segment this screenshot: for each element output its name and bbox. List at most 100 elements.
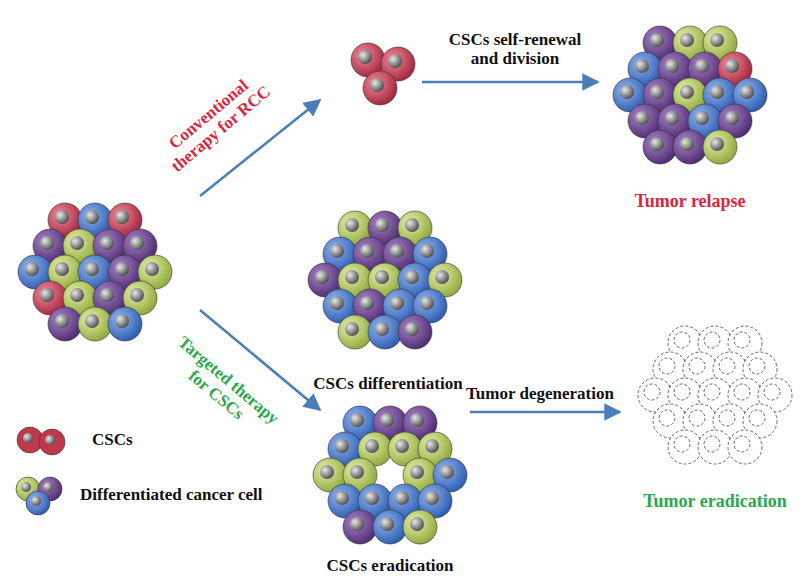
cell-nucleus: [665, 111, 679, 125]
cell-body: [343, 510, 377, 544]
dead-nucleus: [674, 332, 690, 348]
cell: [108, 307, 142, 341]
cell-nucleus: [395, 439, 409, 453]
cell-body: [108, 307, 142, 341]
diagram-label: CSCs eradication: [305, 557, 475, 576]
tumor-cluster: [308, 211, 462, 349]
cell-nucleus: [85, 210, 99, 224]
cell-nucleus: [695, 111, 709, 125]
cell-nucleus: [665, 59, 679, 73]
legend-samples: [16, 427, 65, 515]
cell-nucleus: [350, 517, 364, 531]
cell-nucleus: [680, 85, 694, 99]
dead-cell: [698, 430, 732, 464]
cell: [398, 315, 432, 349]
cell: [338, 315, 372, 349]
cell: [403, 510, 437, 544]
cell-nucleus: [420, 244, 434, 258]
swatch-cell: [39, 429, 65, 455]
dead-nucleus: [644, 384, 660, 400]
legend-text: CSCs: [92, 431, 133, 450]
cell: [698, 430, 732, 464]
cell-nucleus: [130, 288, 144, 302]
cell-nucleus: [710, 33, 724, 47]
cell-nucleus: [55, 314, 69, 328]
dead-nucleus: [749, 410, 765, 426]
cell-nucleus: [360, 244, 374, 258]
dead-cell: [668, 430, 702, 464]
cell: [728, 430, 762, 464]
cell-nucleus: [85, 314, 99, 328]
dead-nucleus: [659, 410, 675, 426]
cell-nucleus: [380, 413, 394, 427]
cell-body: [403, 510, 437, 544]
swatch-nucleus: [45, 435, 55, 445]
cell-nucleus: [725, 59, 739, 73]
cell-nucleus: [420, 296, 434, 310]
tumor-cluster: [18, 203, 172, 341]
cell-nucleus: [350, 465, 364, 479]
cell-nucleus: [70, 288, 84, 302]
cell-nucleus: [40, 236, 54, 250]
cell-nucleus: [375, 322, 389, 336]
degeneration-arrow: [470, 411, 620, 414]
sample-cell: [26, 491, 50, 515]
cell-nucleus: [358, 50, 372, 64]
cell-nucleus: [740, 85, 754, 99]
cell-clusters: [18, 26, 792, 544]
dead-nucleus: [689, 358, 705, 374]
cell-nucleus: [410, 465, 424, 479]
cell-nucleus: [410, 517, 424, 531]
dead-nucleus: [674, 384, 690, 400]
tumor-cluster: [613, 26, 767, 164]
cell-nucleus: [40, 288, 54, 302]
cell-nucleus: [440, 465, 454, 479]
diagram-label: Tumor degeneration: [455, 385, 625, 404]
dead-nucleus: [734, 332, 750, 348]
cell-nucleus: [55, 262, 69, 276]
dead-nucleus: [674, 436, 690, 452]
dead-nucleus: [719, 358, 735, 374]
cell-nucleus: [345, 218, 359, 232]
cell-body: [363, 71, 397, 105]
cell-nucleus: [650, 33, 664, 47]
legend-sample: [16, 477, 62, 515]
cell-nucleus: [315, 270, 329, 284]
dead-nucleus: [719, 410, 735, 426]
cell-nucleus: [680, 33, 694, 47]
sample-nucleus: [31, 496, 41, 506]
cell-nucleus: [100, 288, 114, 302]
legend-swatch: [17, 427, 65, 455]
cell-nucleus: [130, 236, 144, 250]
cell-nucleus: [405, 218, 419, 232]
cell-nucleus: [650, 137, 664, 151]
cell-nucleus: [365, 439, 379, 453]
cell: [373, 510, 407, 544]
cell-nucleus: [145, 262, 159, 276]
sample-nucleus: [43, 482, 53, 492]
cell-nucleus: [320, 465, 334, 479]
cell-nucleus: [345, 322, 359, 336]
cell-nucleus: [115, 210, 129, 224]
cell-nucleus: [710, 137, 724, 151]
cell: [673, 130, 707, 164]
cell-nucleus: [330, 296, 344, 310]
diagram-label: Tumor relapse: [605, 192, 775, 212]
cell: [48, 307, 82, 341]
cell-body: [703, 130, 737, 164]
cell-body: [78, 307, 112, 341]
cell-body: [673, 130, 707, 164]
cell-nucleus: [375, 270, 389, 284]
cell-body: [643, 130, 677, 164]
cell-nucleus: [55, 210, 69, 224]
sample-nucleus: [21, 482, 31, 492]
cell-nucleus: [388, 54, 402, 68]
cell-nucleus: [360, 296, 374, 310]
cell-nucleus: [650, 85, 664, 99]
cell-nucleus: [390, 296, 404, 310]
diagram-label: CSCs differentiation: [288, 375, 488, 394]
cell-nucleus: [70, 236, 84, 250]
cell-body: [368, 315, 402, 349]
renewal-arrow: [422, 81, 598, 84]
cell: [668, 430, 702, 464]
